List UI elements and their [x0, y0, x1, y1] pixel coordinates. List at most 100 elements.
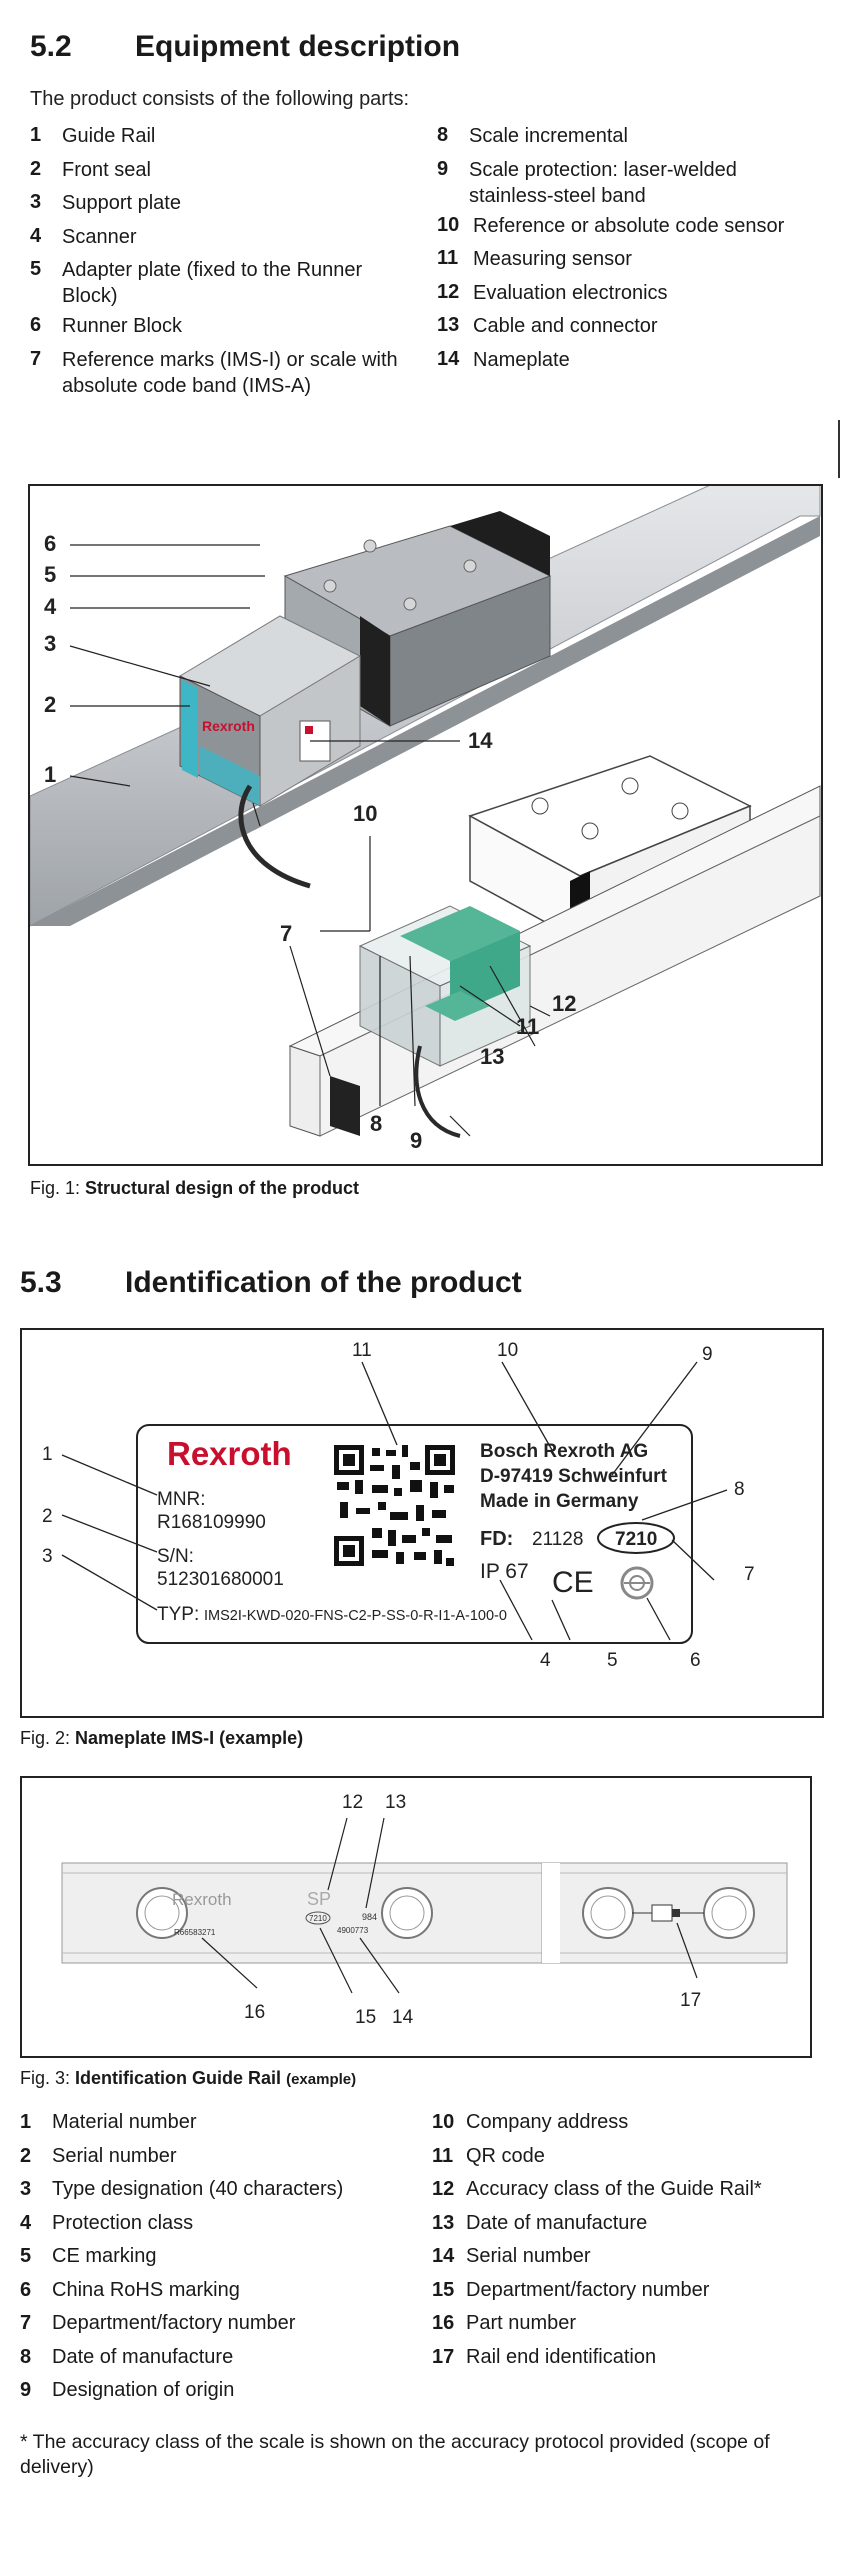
callout-11: 11	[516, 1014, 539, 1039]
company-line-2: D-97419 Schweinfurt	[480, 1466, 668, 1487]
callout-13: 13	[385, 1792, 406, 1813]
figure-2-caption: Fig. 2: Nameplate IMS-I (example)	[20, 1728, 304, 1748]
figure-1-drawing: Rexroth	[29, 475, 821, 1153]
callout-1: 1	[42, 1444, 53, 1465]
section-5-3-heading: 5.3 Identification of the product	[20, 1266, 522, 1300]
dept-number: 7210	[615, 1529, 657, 1550]
figure-1-caption: Fig. 1: Structural design of the product	[30, 1178, 360, 1198]
sn-value: 512301680001	[157, 1569, 284, 1590]
callout-13: 13	[480, 1044, 504, 1069]
callout-10: 10	[497, 1340, 518, 1361]
guide-rail-top	[61, 1862, 543, 1964]
callout-8: 8	[734, 1479, 745, 1500]
section-number: 5.2	[30, 30, 72, 63]
figure-1-frame: Rexroth	[28, 475, 823, 1166]
rail-end-marker-icon	[632, 1904, 704, 1922]
fd-value: 21128	[532, 1529, 583, 1550]
callout-5: 5	[44, 562, 56, 587]
mnr-value: R168109990	[157, 1512, 266, 1533]
rail-sp: SP	[307, 1889, 331, 1909]
qr-code	[332, 1443, 457, 1568]
callout-5: 5	[607, 1650, 618, 1671]
rail-part-number: R66583271	[174, 1928, 216, 1937]
section-5-2-heading: 5.2 Equipment description	[30, 30, 460, 64]
section-title: Equipment description	[135, 30, 461, 63]
china-rohs-icon	[620, 1566, 654, 1600]
callout-14: 14	[468, 728, 493, 753]
mnr-label: MNR:	[157, 1489, 206, 1510]
rail-date: 984	[362, 1912, 377, 1922]
callout-12: 12	[342, 1792, 363, 1813]
svg-text:Rexroth: Rexroth	[202, 718, 255, 734]
rail-serial: 4900773	[337, 1926, 369, 1935]
rail-dept: 7210	[309, 1914, 327, 1923]
fd-label: FD:	[480, 1528, 513, 1550]
callout-1: 1	[44, 762, 56, 787]
cable	[238, 784, 311, 889]
callout-14: 14	[392, 2007, 414, 2028]
callout-7: 7	[280, 921, 292, 946]
figure-2-nameplate: Rexroth MNR: R168109990 S/N: 51230168000…	[42, 1340, 755, 1671]
callout-2: 2	[42, 1506, 53, 1527]
callout-17: 17	[680, 1990, 701, 2011]
section-number: 5.3	[20, 1266, 62, 1299]
figure-2-frame: Rexroth MNR: R168109990 S/N: 51230168000…	[20, 1328, 824, 1718]
callout-8: 8	[370, 1111, 382, 1136]
margin-change-bar	[838, 420, 840, 478]
figure-3-drawing: Rexroth SP 7210 984 R66583271 4900773	[61, 1792, 788, 2028]
figure-3-caption: Fig. 3: Identification Guide Rail (examp…	[20, 2068, 357, 2088]
section-title: Identification of the product	[125, 1266, 522, 1299]
callout-3: 3	[42, 1546, 53, 1567]
footnote: * The accuracy class of the scale is sho…	[20, 2431, 770, 2478]
ip-rating: IP 67	[480, 1560, 529, 1583]
intro-text: The product consists of the following pa…	[30, 88, 410, 110]
callout-3: 3	[44, 631, 56, 656]
typ-label: TYP:	[157, 1604, 199, 1625]
callout-2: 2	[44, 692, 56, 717]
callout-15: 15	[355, 2007, 376, 2028]
callout-10: 10	[353, 801, 377, 826]
callout-4: 4	[44, 594, 57, 619]
callout-6: 6	[690, 1650, 701, 1671]
rail-brand: Rexroth	[172, 1890, 232, 1909]
typ-value: IMS2I-KWD-020-FNS-C2-P-SS-0-R-I1-A-100-0	[204, 1608, 507, 1624]
callout-9: 9	[702, 1344, 713, 1365]
ce-mark: CE	[552, 1566, 594, 1599]
callout-7: 7	[744, 1564, 755, 1585]
callout-4: 4	[540, 1650, 551, 1671]
callout-12: 12	[552, 991, 576, 1016]
callout-16: 16	[244, 2002, 265, 2023]
callout-9: 9	[410, 1128, 422, 1153]
callout-6: 6	[44, 531, 56, 556]
callout-11: 11	[352, 1340, 372, 1361]
